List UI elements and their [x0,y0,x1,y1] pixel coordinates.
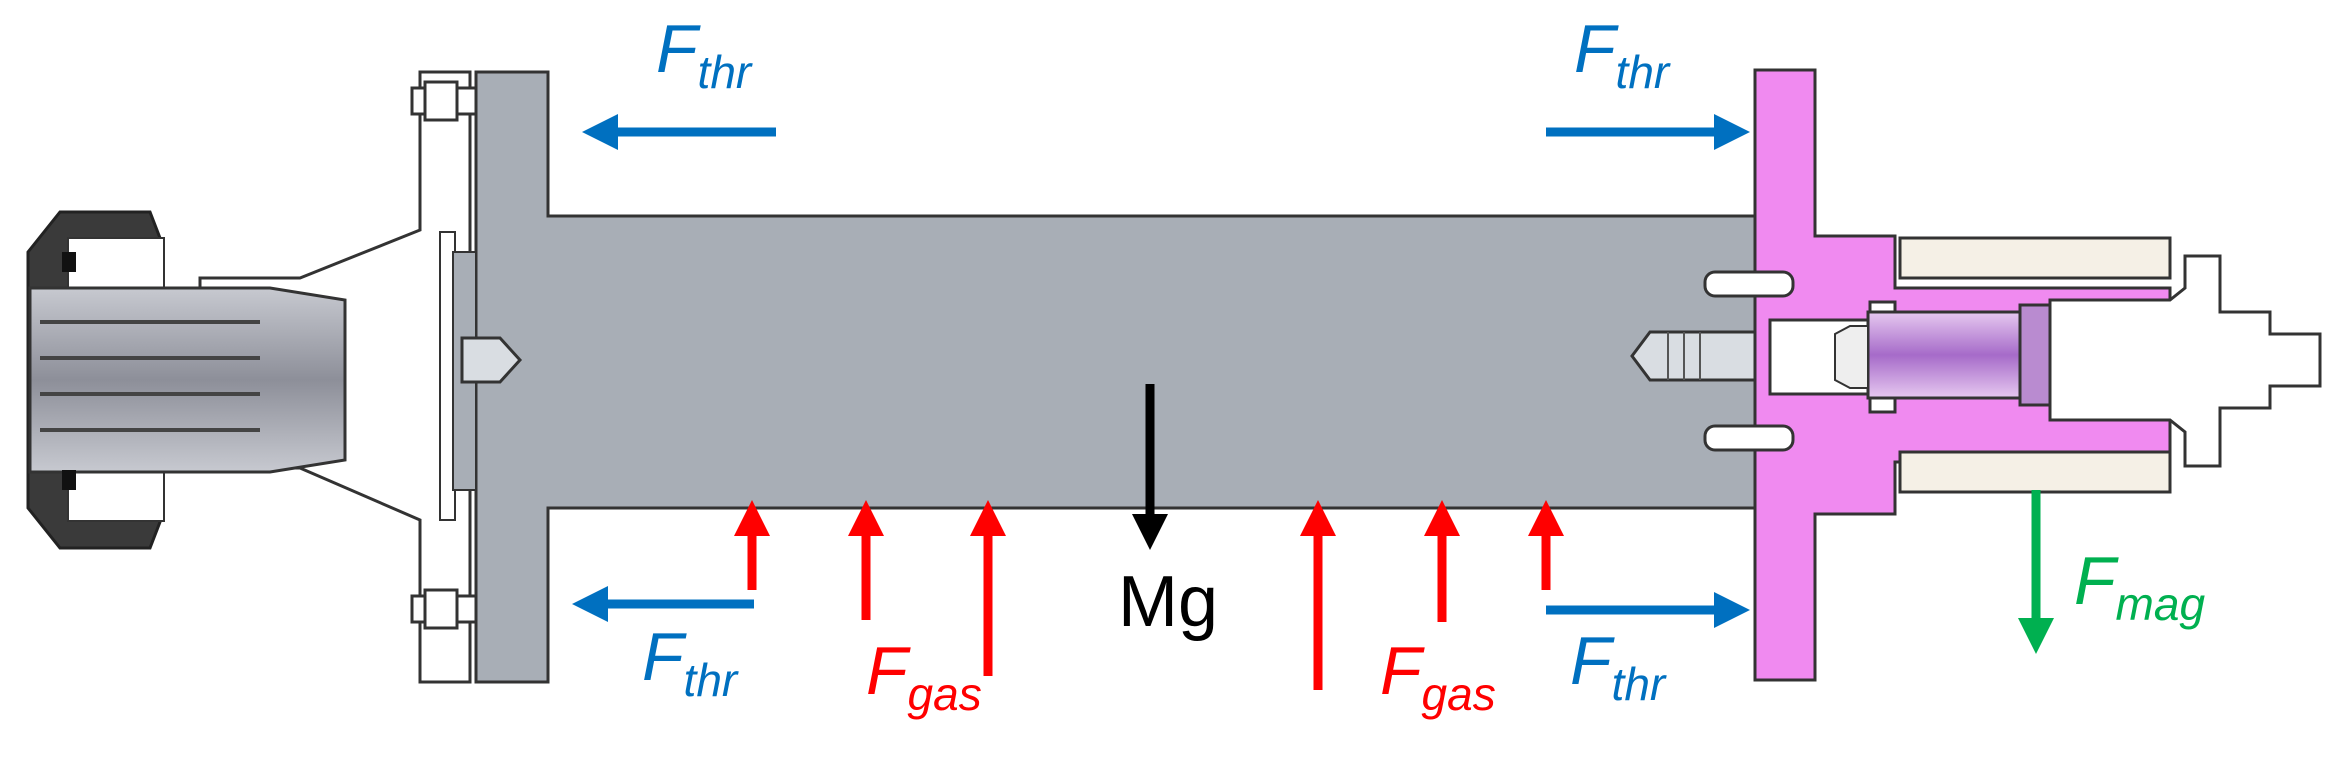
thrust-label-bottom-left: Fthr [642,619,739,706]
collet-chuck [26,210,347,550]
weight-label: Mg [1118,562,1218,642]
right-flange [1703,68,2172,682]
force-arrows [572,114,2054,690]
thrust-label-bottom-right: Fthr [1570,623,1667,710]
central-shaft [452,70,1762,684]
thrust-label-top-left: Fthr [656,11,753,98]
magnetic-label: Fmag [2074,543,2205,630]
right-end-cap [2048,254,2322,468]
gas-label-left: Fgas [866,633,982,720]
labels: Fthr Fthr Fthr Fthr Fgas Fgas Mg Fmag [642,11,2205,720]
gas-label-right: Fgas [1380,633,1496,720]
thrust-label-top-right: Fthr [1574,11,1671,98]
